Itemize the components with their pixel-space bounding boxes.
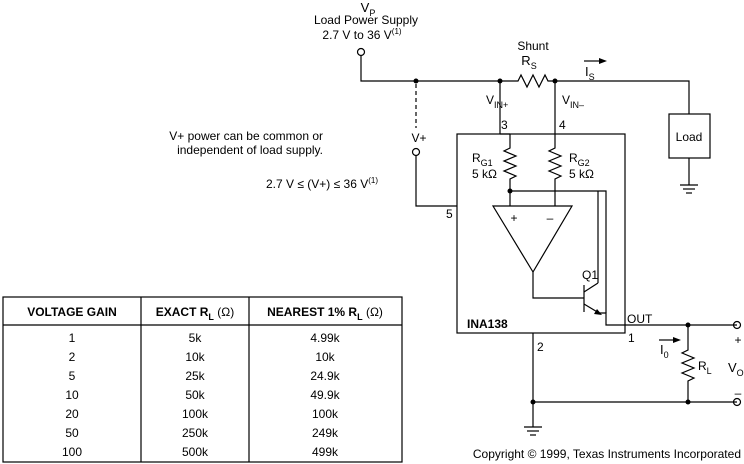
op-amp-minus: – — [547, 211, 554, 225]
table-cell-gain: 20 — [65, 407, 79, 421]
load-ground-symbol — [680, 184, 698, 194]
rg2-resistor — [547, 134, 563, 206]
load-feed-wire — [555, 80, 690, 114]
rg1-value: 5 kΩ — [472, 167, 497, 181]
chip-ground-symbol — [524, 426, 542, 436]
pin-3-label: 3 — [501, 118, 508, 132]
table-cell-gain: 10 — [65, 388, 79, 402]
table-header-nearest: NEAREST 1% RL (Ω) — [267, 305, 383, 322]
pin-1-label: 1 — [628, 331, 635, 345]
q1-collector — [583, 282, 599, 293]
rg1-resistor — [502, 134, 518, 206]
supply-range: 2.7 V to 36 V(1) — [322, 27, 402, 42]
node-supply — [413, 78, 419, 84]
op-amp — [491, 205, 574, 274]
supply-label: Load Power Supply — [314, 13, 418, 27]
pin-2-label: 2 — [537, 340, 544, 354]
op-amp-plus: + — [510, 211, 517, 225]
output-wire — [599, 312, 737, 326]
rs-label: RS — [521, 53, 536, 71]
rg1-label: RG1 — [472, 151, 493, 168]
shunt-label: Shunt — [517, 39, 549, 53]
rl-resistor — [680, 325, 696, 402]
vplus-wire — [415, 156, 457, 207]
table-cell-nearest-rl: 249k — [312, 426, 339, 440]
vin-minus-label: VIN– — [562, 93, 584, 110]
table-header-gain: VOLTAGE GAIN — [27, 305, 117, 319]
out-label: OUT — [627, 312, 653, 326]
table-cell-exact-rl: 10k — [185, 350, 205, 364]
rl-label: RL — [698, 359, 712, 376]
copyright-notice: Copyright © 1999, Texas Instruments Inco… — [473, 447, 741, 461]
table-cell-nearest-rl: 4.99k — [310, 331, 340, 345]
vp-label: VP — [361, 0, 376, 18]
ina138-chip — [456, 133, 626, 334]
chip-name: INA138 — [467, 317, 508, 331]
supply-wire — [360, 56, 500, 82]
table-cell-gain: 2 — [69, 350, 76, 364]
table-cell-exact-rl: 5k — [189, 331, 203, 345]
vo-plus-terminal — [732, 320, 742, 330]
vo-label: VO — [728, 360, 744, 378]
table-cell-gain: 50 — [65, 426, 79, 440]
rg2-value: 5 kΩ — [569, 167, 594, 181]
table-cell-nearest-rl: 100k — [312, 407, 339, 421]
table-cell-exact-rl: 250k — [182, 426, 209, 440]
table-cell-nearest-rl: 49.9k — [310, 388, 340, 402]
table-cell-gain: 1 — [69, 331, 76, 345]
table-cell-exact-rl: 100k — [182, 407, 209, 421]
table-cell-exact-rl: 50k — [185, 388, 205, 402]
is-arrowhead — [599, 58, 607, 64]
table-cell-nearest-rl: 10k — [315, 350, 335, 364]
table-cell-exact-rl: 500k — [182, 445, 209, 459]
vplus-label: V+ — [411, 131, 426, 145]
gain-table: VOLTAGE GAIN EXACT RL (Ω) NEAREST 1% RL … — [2, 296, 403, 463]
vplus-note-line1: V+ power can be common or — [169, 129, 323, 143]
table-border — [2, 296, 403, 463]
load-label: Load — [676, 130, 703, 144]
vo-plus-sign: + — [734, 333, 741, 347]
base-drive-wire — [532, 272, 584, 299]
vin-plus-label: VIN+ — [486, 93, 508, 110]
is-label: IS — [585, 64, 595, 82]
vplus-range: 2.7 V ≤ (V+) ≤ 36 V(1) — [266, 176, 378, 191]
vo-minus-terminal — [732, 397, 742, 407]
table-cell-gain: 5 — [69, 369, 76, 383]
table-rows: 1 5k 4.99k 2 10k 10k 5 25k 24.9k 10 50k 49.9k 20 100k… — [62, 331, 341, 459]
pin-5-label: 5 — [446, 207, 453, 221]
q1-emitter-arrow — [594, 309, 602, 315]
vplus-terminal — [411, 147, 421, 157]
i0-label: I0 — [660, 342, 669, 360]
rg2-label: RG2 — [569, 151, 590, 168]
table-header-exact: EXACT RL (Ω) — [156, 305, 234, 322]
i0-arrowhead — [673, 337, 681, 343]
table-cell-nearest-rl: 499k — [312, 445, 339, 459]
pin-4-label: 4 — [559, 118, 566, 132]
q1-label: Q1 — [582, 268, 598, 282]
table-cell-exact-rl: 25k — [185, 369, 205, 383]
vo-minus-sign: – — [735, 386, 742, 400]
shunt-resistor — [500, 73, 555, 89]
vplus-note-line2: independent of load supply. — [177, 143, 323, 157]
supply-terminal — [356, 47, 366, 57]
feedback-wire — [510, 190, 607, 313]
table-cell-gain: 100 — [62, 445, 82, 459]
table-cell-nearest-rl: 24.9k — [310, 369, 340, 383]
